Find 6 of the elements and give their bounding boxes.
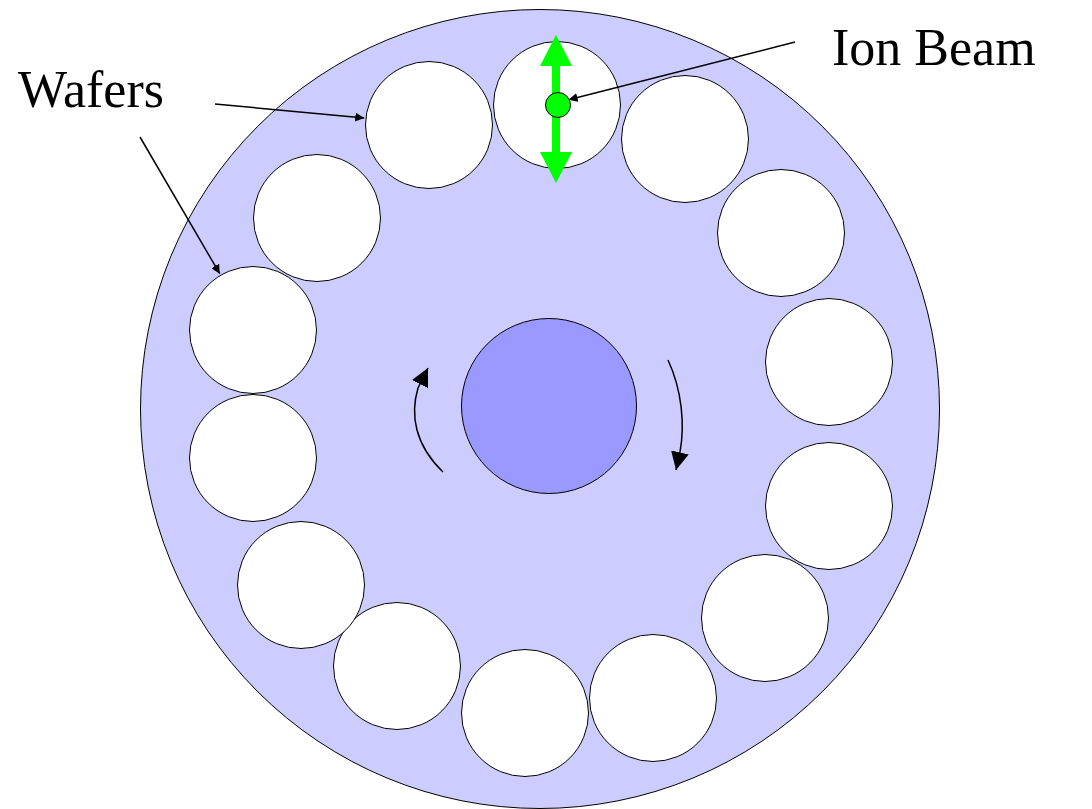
callout-label: Ion Beam [832,22,1036,74]
leader-line [139,136,221,275]
leader-line [214,103,366,122]
beam-spot [545,92,571,118]
callout-label: Wafers [18,64,164,116]
leader-line [567,41,796,102]
